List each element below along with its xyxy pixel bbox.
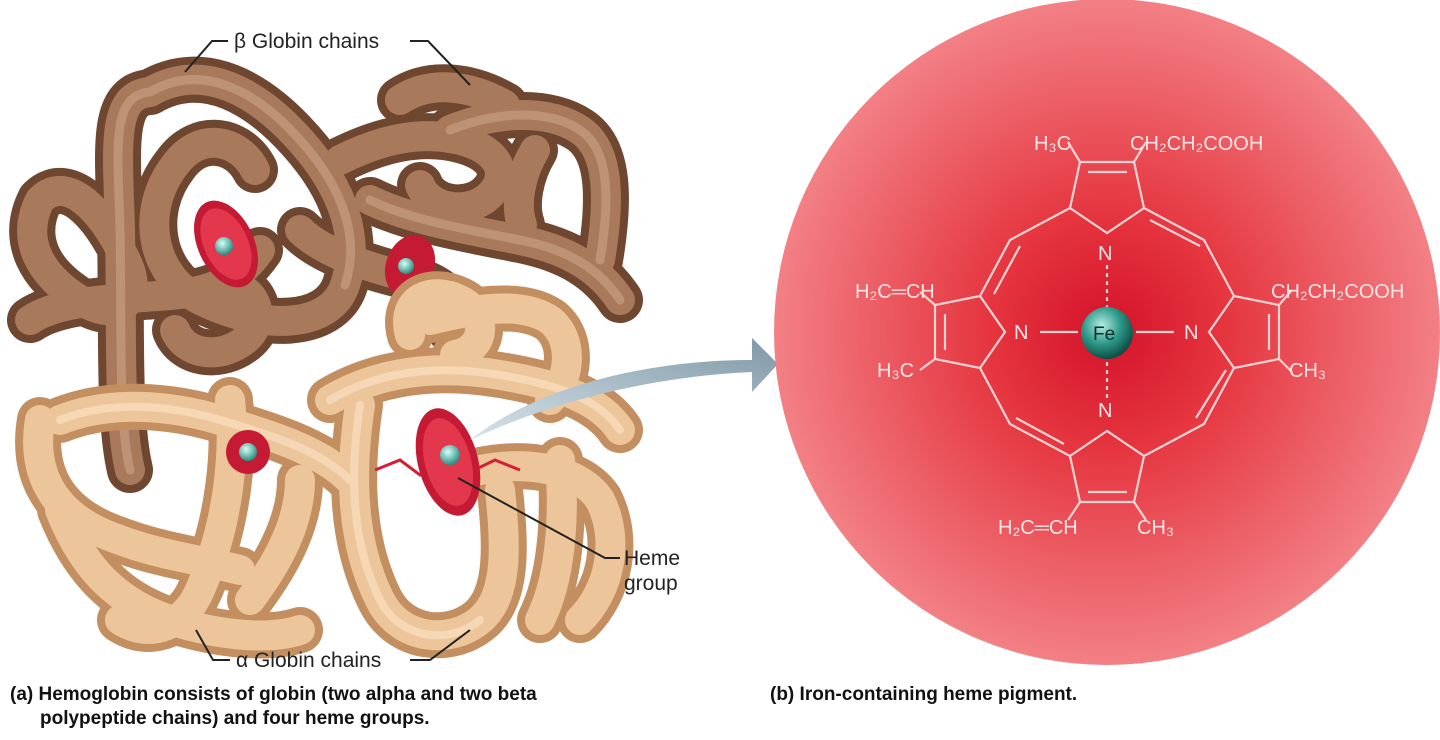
nitrogen-right: N <box>1184 322 1198 344</box>
iron-atom <box>1081 307 1133 359</box>
caption-panel-b: (b) Iron-containing heme pigment. <box>770 683 1077 707</box>
substituent-left-upper: H₂C═CH <box>855 281 935 303</box>
substituent-left-lower: H₃C <box>877 360 914 382</box>
heme-group-bottom-left <box>226 430 270 474</box>
caption-a-line2: polypeptide chains) and four heme groups… <box>40 708 430 729</box>
nitrogen-left: N <box>1014 322 1028 344</box>
porphyrin-structure <box>919 141 1293 521</box>
heme-group-label-line1: Heme <box>624 547 680 570</box>
caption-b-text: (b) Iron-containing heme pigment. <box>770 684 1078 705</box>
caption-panel-a: (a) Hemoglobin consists of globin (two a… <box>10 683 700 731</box>
substituent-right-upper: CH₂CH₂COOH <box>1271 281 1404 303</box>
heme-group-top-left <box>194 200 258 288</box>
substituent-bottom-left: H₂C═CH <box>998 517 1078 539</box>
leader-lines <box>184 40 620 661</box>
zoom-arrow <box>470 338 778 440</box>
alpha-globin-label: α Globin chains <box>236 649 381 672</box>
substituent-top-right: CH₂CH₂COOH <box>1130 133 1263 155</box>
hemoglobin-model <box>7 40 643 661</box>
heme-group-bottom-right <box>374 408 521 516</box>
substituent-bottom-right: CH₃ <box>1137 517 1174 539</box>
substituent-top-left: H₃C <box>1034 133 1071 155</box>
caption-a-line1: (a) Hemoglobin consists of globin (two a… <box>10 684 537 705</box>
beta-globin-label: β Globin chains <box>234 30 379 53</box>
substituent-right-lower: CH₃ <box>1289 360 1326 382</box>
iron-label: Fe <box>1093 324 1115 345</box>
nitrogen-top: N <box>1098 243 1112 265</box>
nitrogen-bottom: N <box>1098 400 1112 422</box>
heme-group-label-line2: group <box>624 572 678 595</box>
